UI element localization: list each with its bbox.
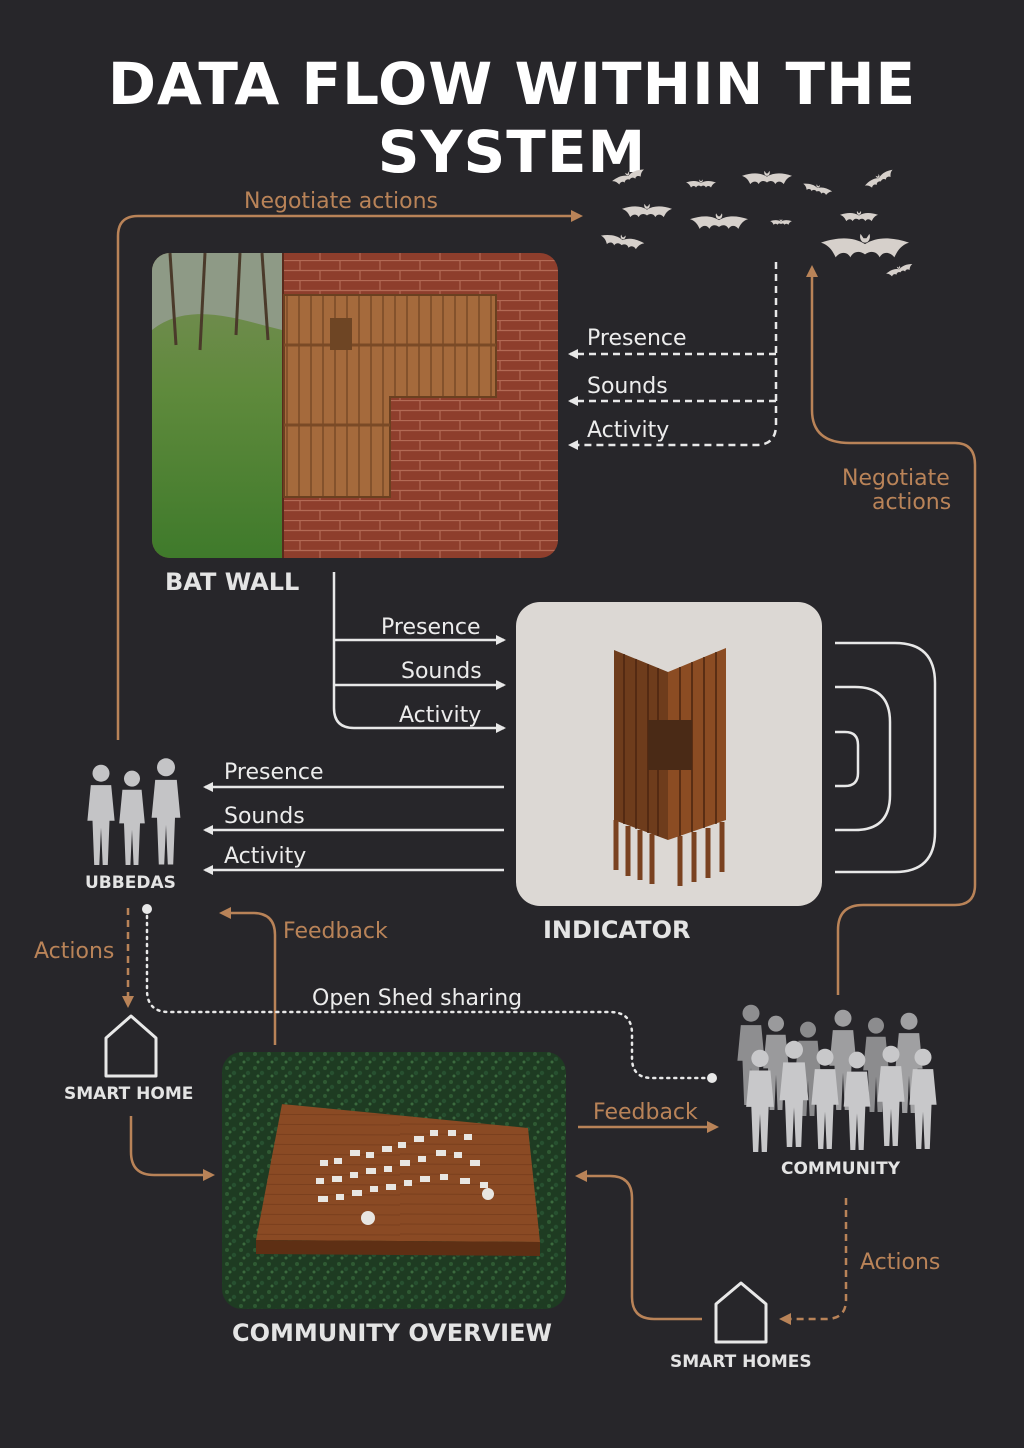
ubbedas-label: UBBEDAS [85, 873, 176, 893]
indicator-flow-activity: Activity [224, 844, 306, 869]
smart-homes-to-overview-arrow [575, 1170, 702, 1321]
bat-wall-image [152, 253, 558, 558]
wall-flow-presence: Presence [381, 615, 481, 640]
indicator-label: INDICATOR [543, 916, 690, 944]
people-group-icon [87, 758, 181, 865]
negotiate-right-label-2: actions [872, 490, 951, 515]
feedback-community-label: Feedback [593, 1100, 698, 1125]
house-icon [104, 1014, 158, 1078]
wall-to-indicator-flow [332, 572, 506, 733]
negotiate-top-arrow [116, 210, 583, 740]
actions-community-arrow [779, 1198, 848, 1325]
feedback-ubbedas-arrow [219, 907, 277, 1045]
wall-flow-sounds: Sounds [401, 659, 482, 684]
wall-flow-activity: Activity [399, 703, 481, 728]
crowd-icon [737, 1004, 937, 1152]
bats-icon [599, 166, 914, 278]
bats-flow-presence: Presence [587, 326, 687, 351]
smart-homes-label: SMART HOMES [670, 1352, 812, 1372]
house-icon [714, 1281, 768, 1344]
bats-to-wall-flow [568, 262, 778, 450]
negotiate-right-arrow [806, 265, 977, 995]
bats-flow-sounds: Sounds [587, 374, 668, 399]
page-title: DATA FLOW WITHIN THE SYSTEM [107, 50, 917, 186]
smart-home-label: SMART HOME [64, 1084, 193, 1104]
negotiate-right-label-1: Negotiate [842, 466, 950, 491]
indicator-flow-sounds: Sounds [224, 804, 305, 829]
indicator-to-ubbedas-flow [203, 782, 504, 875]
open-shed-label: Open Shed sharing [312, 986, 522, 1011]
signal-waves-icon [835, 641, 937, 874]
community-label: COMMUNITY [781, 1159, 901, 1179]
community-overview-label: COMMUNITY OVERVIEW [232, 1319, 552, 1347]
bat-wall-label: BAT WALL [165, 568, 299, 596]
open-shed-sharing-link [142, 904, 717, 1083]
indicator-image [516, 602, 822, 906]
indicator-flow-presence: Presence [224, 760, 324, 785]
actions-community-label: Actions [860, 1250, 940, 1275]
bats-flow-activity: Activity [587, 418, 669, 443]
negotiate-top-label: Negotiate actions [244, 189, 438, 214]
community-overview-image [222, 1052, 566, 1309]
actions-ubbedas-label: Actions [34, 939, 114, 964]
feedback-ubbedas-label: Feedback [283, 919, 388, 944]
smart-home-to-overview-arrow [129, 1116, 215, 1181]
